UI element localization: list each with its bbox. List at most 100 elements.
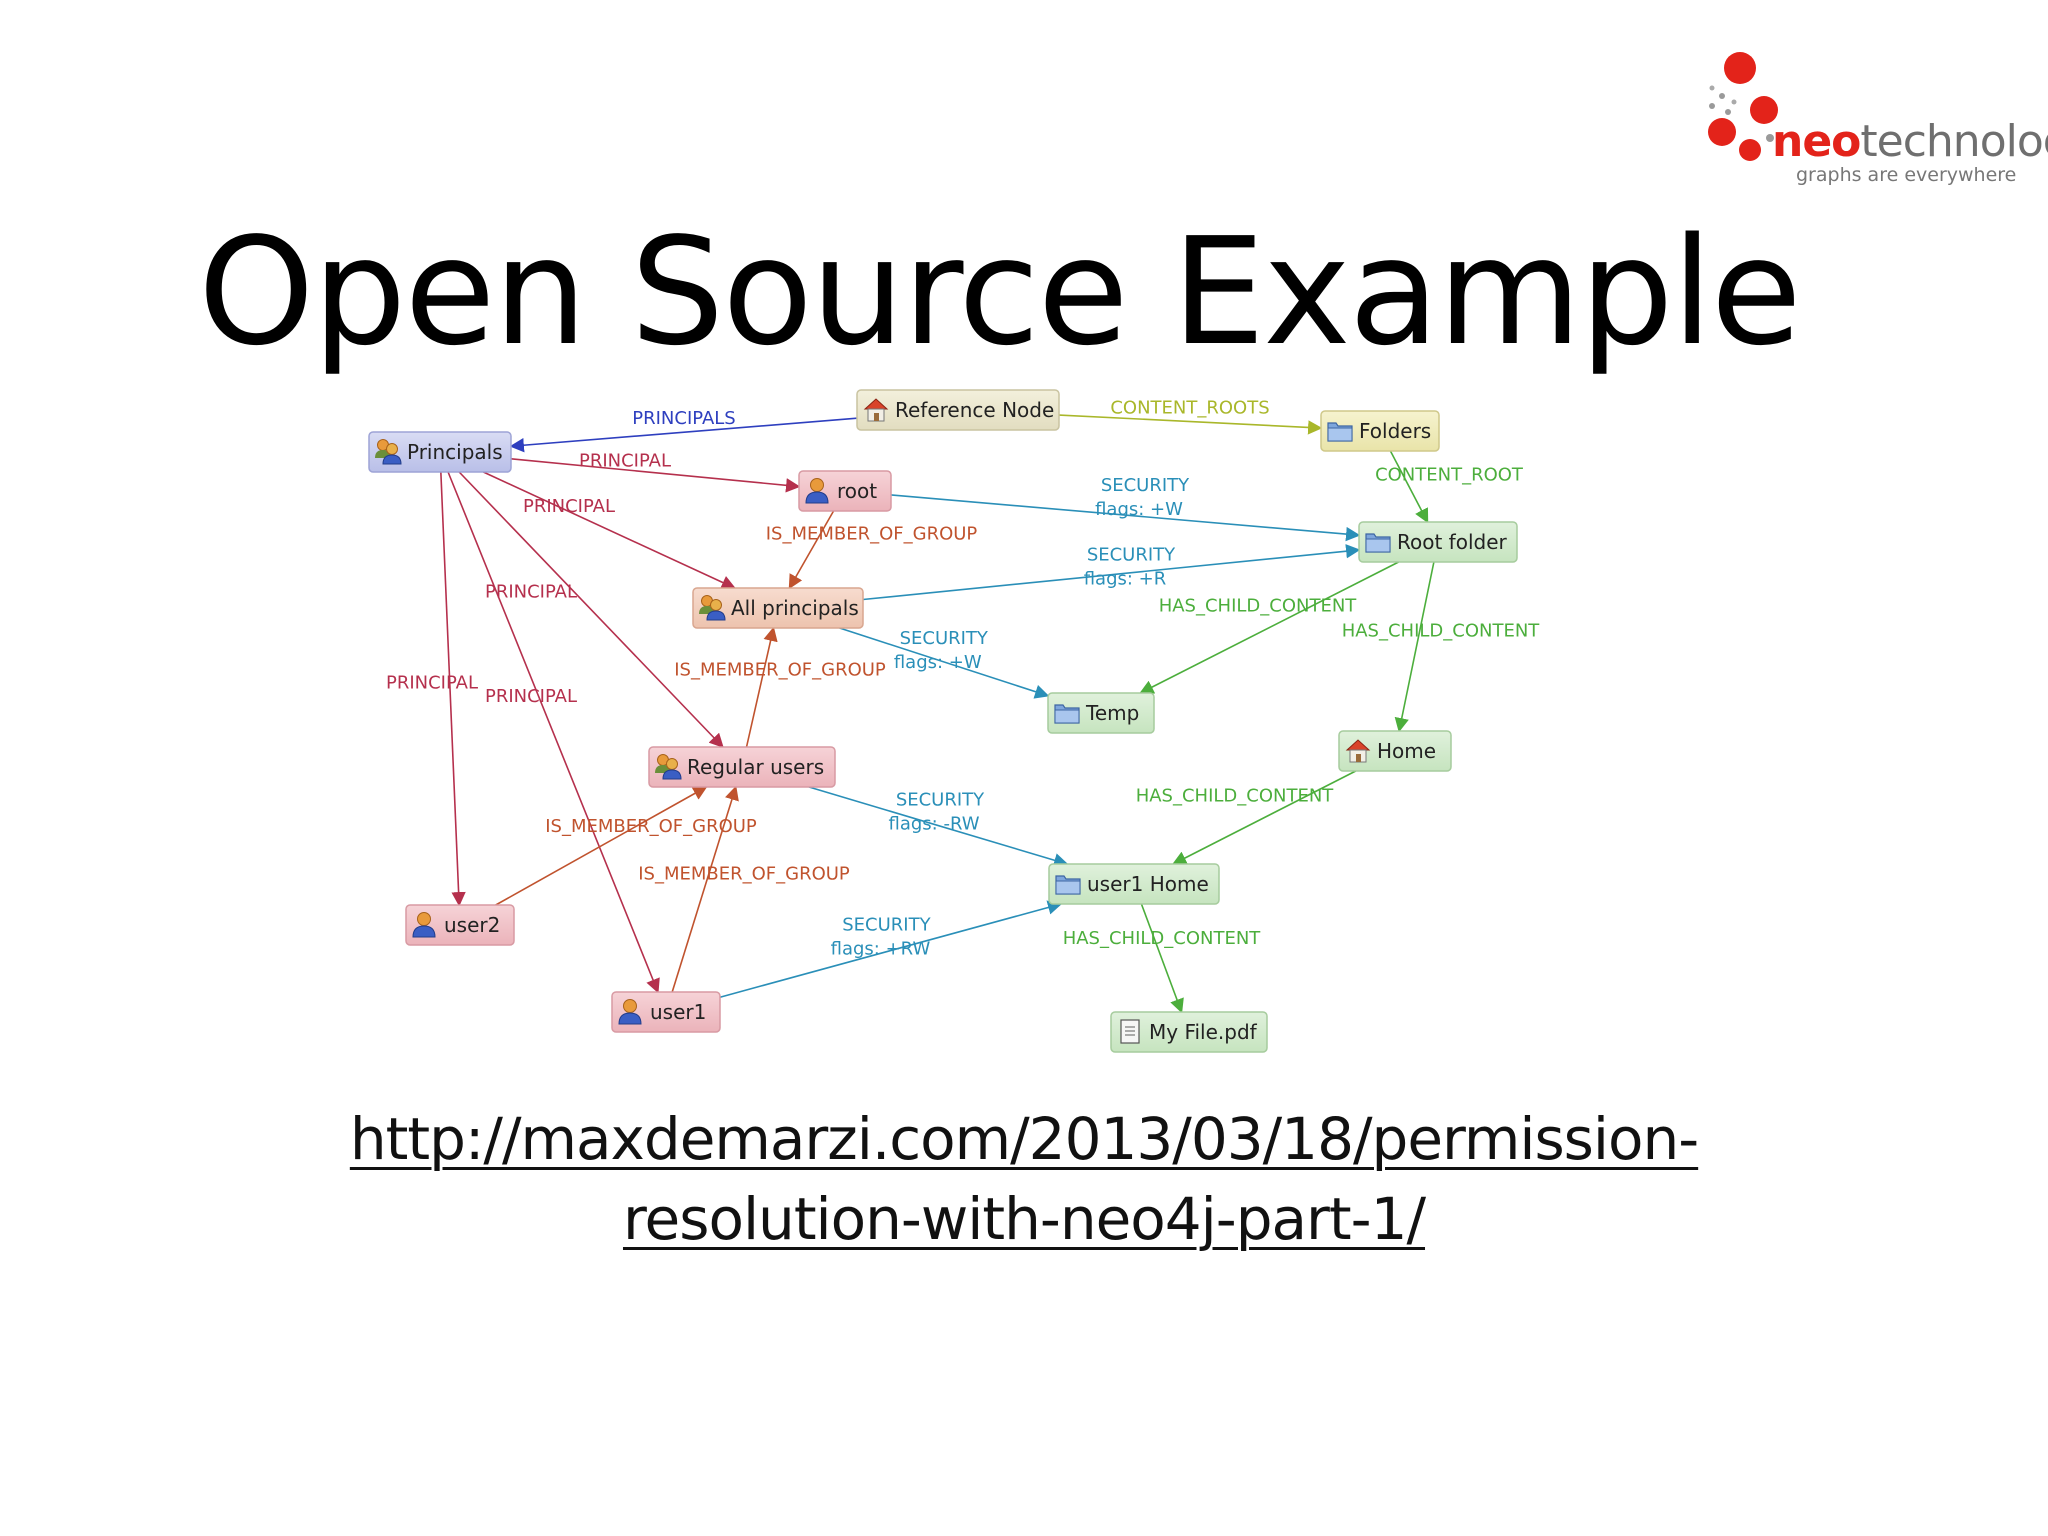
edge-rootfolder-to-temp [1139,561,1399,694]
edge-flags-allprincipals-to-temp: flags: +W [894,652,982,673]
node-box [1048,863,1220,905]
edge-label-user2-to-regularusers: IS_MEMBER_OF_GROUP [545,816,757,837]
edge-label-rootfolder-to-temp: HAS_CHILD_CONTENT [1159,596,1358,617]
neotechnology-logo: neotechnology graphs are everywhere [1700,40,2048,190]
node-user1[interactable]: user1 [611,991,721,1033]
node-label: user1 [650,1000,706,1024]
node-label: My File.pdf [1149,1020,1258,1044]
edge-label-user1-to-regularusers: IS_MEMBER_OF_GROUP [638,864,850,885]
node-box [648,746,836,788]
edge-root-to-allprincipals [788,510,835,590]
edge-flags-allprincipals-to-rootfolder: flags: +R [1084,569,1167,590]
node-myfile[interactable]: My File.pdf [1110,1011,1268,1053]
node-label: Home [1377,739,1436,763]
node-label: Root folder [1397,530,1508,554]
edge-reference-to-folders [1058,414,1323,435]
edge-principals-to-user2 [440,471,466,907]
folder-icon [1054,704,1080,724]
folder-icon [1327,422,1353,442]
edge-label-principals-to-allprincipals: PRINCIPAL [523,496,615,517]
edge-home-to-user1home [1171,770,1357,865]
edge-rootfolder-to-home [1394,561,1435,733]
node-label: user2 [444,913,500,937]
logo-dots-icon [1708,52,1778,161]
user-icon [618,999,642,1025]
node-box [1338,730,1452,772]
edge-principals-to-regularusers [458,471,724,749]
edge-label-allprincipals-to-temp: SECURITY [900,628,989,649]
node-temp[interactable]: Temp [1047,692,1155,734]
node-label: Folders [1359,419,1431,443]
node-user1home[interactable]: user1 Home [1048,863,1220,905]
node-box [368,431,512,473]
node-allprincipals[interactable]: All principals [692,587,864,629]
edge-folders-to-rootfolder [1389,450,1429,524]
node-box [856,389,1060,431]
group-icon [375,439,402,465]
slide-title: Open Source Example [198,206,1802,378]
node-rootfolder[interactable]: Root folder [1358,521,1518,563]
edge-label-principals-to-user2: PRINCIPAL [386,673,478,694]
edge-flags-root-to-rootfolder: flags: +W [1095,499,1183,520]
graph-edges [440,414,1435,1014]
group-icon [655,754,682,780]
folder-icon [1055,875,1081,895]
edge-label-reference-to-principals: PRINCIPALS [632,408,735,429]
edge-label-reference-to-folders: CONTENT_ROOTS [1110,398,1269,419]
node-folders[interactable]: Folders [1320,410,1440,452]
edge-principals-to-root [510,458,801,493]
graph-edge-labels: PRINCIPALS CONTENT_ROOTS PRINCIPAL PRINCIPA… [386,398,1540,960]
edge-user1-to-user1home [719,900,1063,999]
node-principals[interactable]: Principals [368,431,512,473]
node-root[interactable]: root [798,470,892,512]
edge-principals-to-user1 [447,471,660,994]
edge-user1home-to-myfile [1140,903,1184,1014]
node-regularusers[interactable]: Regular users [648,746,836,788]
edge-label-regularusers-to-user1home: SECURITY [896,790,985,811]
logo-technology-text: technology [1860,116,2048,167]
group-icon [699,595,726,621]
node-box [692,587,864,629]
edge-label-root-to-rootfolder: SECURITY [1101,475,1190,496]
node-home[interactable]: Home [1338,730,1452,772]
source-url-line-1[interactable]: http://maxdemarzi.com/2013/03/18/permiss… [349,1105,1699,1173]
edge-label-home-to-user1home: HAS_CHILD_CONTENT [1136,786,1335,807]
node-user2[interactable]: user2 [405,904,515,946]
node-label: Regular users [687,755,824,779]
node-label: user1 Home [1087,872,1209,896]
edge-allprincipals-to-temp [839,627,1050,699]
node-reference[interactable]: Reference Node [856,389,1060,431]
node-label: Principals [407,440,503,464]
edge-flags-user1-to-user1home: flags: +RW [831,939,931,960]
edge-label-user1-to-user1home: SECURITY [842,915,931,936]
node-label: Reference Node [895,398,1054,422]
node-box [1110,1011,1268,1053]
edge-label-user1home-to-myfile: HAS_CHILD_CONTENT [1063,928,1262,949]
node-label: root [837,479,877,503]
edge-regularusers-to-user1home [808,786,1069,868]
edge-principals-to-allprincipals [482,471,736,590]
node-label: Temp [1085,701,1139,725]
node-label: All principals [731,596,859,620]
edge-root-to-rootfolder [890,494,1361,542]
edge-flags-regularusers-to-user1home: flags: -RW [888,814,979,835]
user-icon [805,478,829,504]
edge-label-root-to-allprincipals: IS_MEMBER_OF_GROUP [766,524,978,545]
edge-label-rootfolder-to-home: HAS_CHILD_CONTENT [1342,621,1541,642]
edge-label-principals-to-root: PRINCIPAL [579,451,671,472]
node-box [1358,521,1518,563]
house-icon [863,398,889,422]
user-icon [412,912,436,938]
logo-neo-text: neo [1772,116,1861,167]
edge-label-regularusers-to-allprincipals: IS_MEMBER_OF_GROUP [674,660,886,681]
source-url-line-2[interactable]: resolution-with-neo4j-part-1/ [622,1185,1426,1253]
edge-reference-to-principals [509,417,858,453]
edge-allprincipals-to-rootfolder [862,544,1361,601]
edge-regularusers-to-allprincipals [745,626,778,748]
logo-wordmark: neotechnology [1772,120,2048,164]
folder-icon [1365,533,1391,553]
edge-label-allprincipals-to-rootfolder: SECURITY [1087,545,1176,566]
file-icon [1120,1019,1140,1044]
